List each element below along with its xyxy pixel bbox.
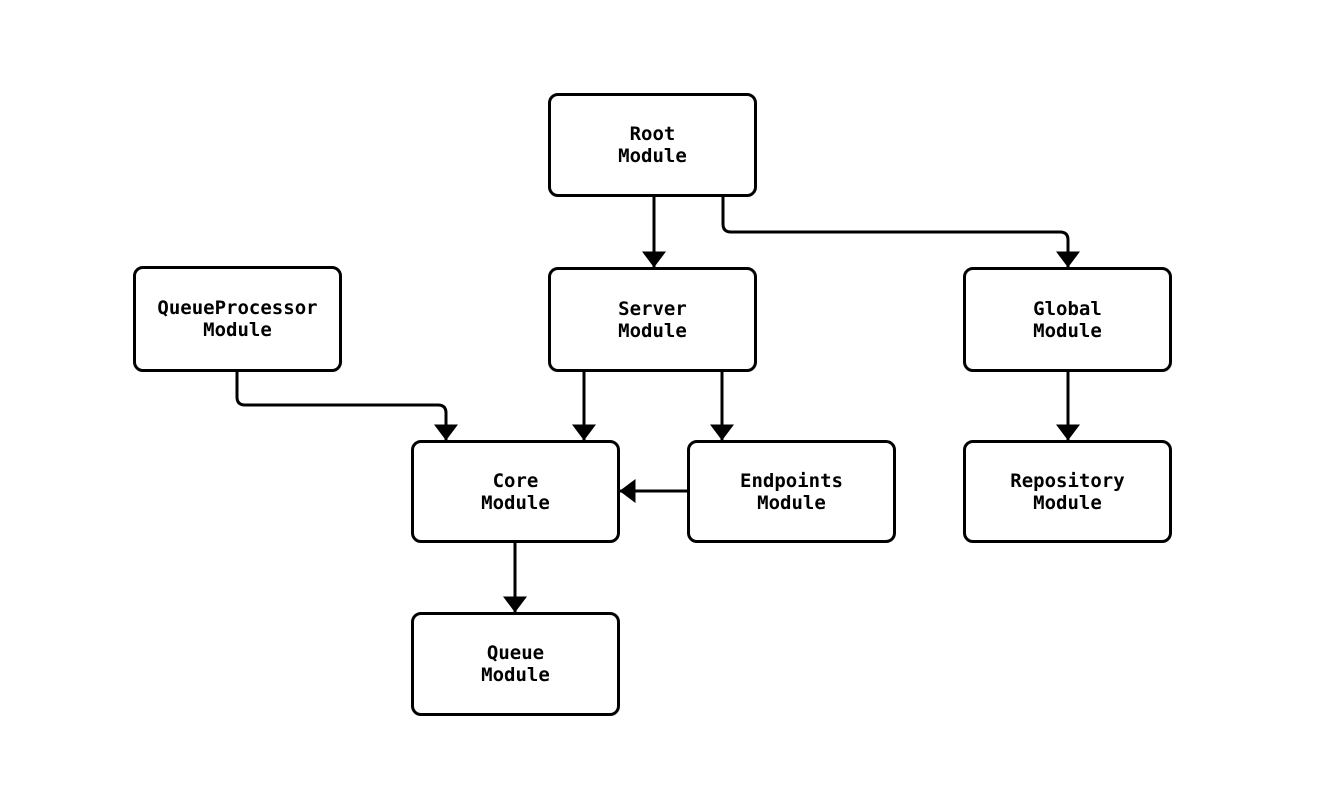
node-label-line: Root [629, 123, 676, 145]
node-label-line: Endpoints [740, 469, 843, 492]
node-label-line: Module [481, 664, 550, 686]
node-label-line: Server [618, 297, 687, 320]
edge-root-module-to-global-module [721, 197, 1080, 268]
node-label-line: Module [1033, 319, 1102, 342]
node-label-line: Repository [1010, 469, 1125, 492]
node-label-line: Global [1033, 297, 1102, 320]
node-label-line: Core [492, 469, 539, 492]
node-label-line: Module [1033, 491, 1102, 514]
node-label-line: Module [203, 319, 272, 341]
node-label-line: Module [757, 491, 826, 514]
node-label-line: Module [481, 491, 550, 514]
edge-queueprocessor-module-to-core-module [235, 372, 458, 441]
node-label-line: Module [618, 145, 687, 167]
edges-group [235, 197, 1080, 613]
node-label-line: Module [618, 319, 687, 342]
node-label-line: QueueProcessor [157, 297, 318, 319]
node-label-line: Queue [486, 642, 545, 664]
